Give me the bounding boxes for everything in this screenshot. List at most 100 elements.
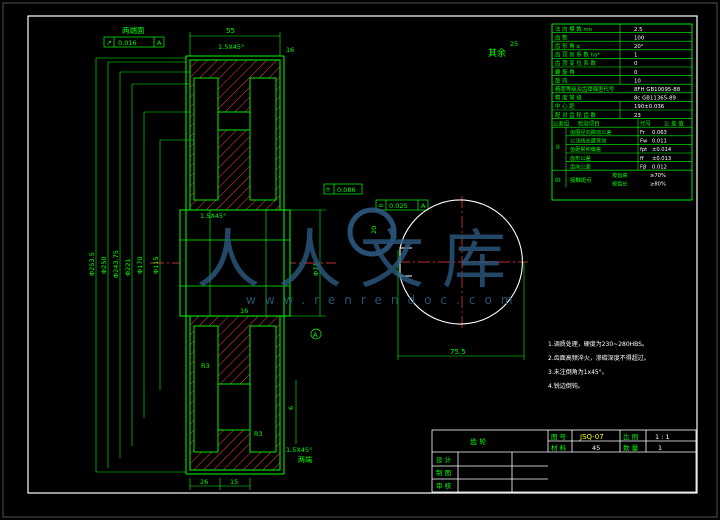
gear-param-label: 齿 顶 高 系 数 ha* — [555, 51, 600, 59]
watermark-logo-icon — [347, 207, 397, 257]
watermark-url: www.renrendoc.com — [246, 293, 521, 307]
tol-datum-3: A — [421, 202, 426, 210]
inspection-header-cell: 检验项目 — [578, 119, 600, 127]
tb-scale: 1 : 1 — [655, 433, 670, 441]
tolerance-frame-runout: ↗ 0.016 A — [103, 36, 165, 48]
gear-param-label: 齿 数 — [555, 33, 568, 41]
tb-scale-label: 比 例 — [623, 432, 638, 441]
inspection-code: fpt — [640, 147, 647, 153]
gear-param-value: 10 — [634, 78, 641, 84]
tb-part-name: 齿 轮 — [470, 437, 486, 446]
tb-qty: 1 — [658, 444, 662, 452]
drawing-frame — [27, 15, 698, 494]
note-3: 3.未注倒角为1x45°。 — [548, 368, 608, 376]
part-title-other: 其余 — [488, 47, 506, 59]
dim-chamfer-bottom: 1.5X45° — [286, 446, 312, 454]
dim-keyway: 75.5 — [450, 348, 466, 356]
gear-param-value: 190±0.036 — [634, 104, 665, 110]
inspection-header-cell: 公差组 — [553, 119, 570, 127]
keyway-view — [397, 196, 528, 360]
contact-group-label: III — [555, 176, 561, 184]
gear-param-value: 8c GB11365-89 — [634, 96, 677, 102]
contact-label: 接触斑点 — [570, 176, 592, 184]
dim-d1: Φ250 — [100, 256, 108, 274]
dim-bore: Φ71 — [312, 263, 320, 276]
tb-design: 设 计 — [436, 455, 452, 464]
dim-d2: Φ243.75 — [112, 250, 120, 278]
gear-param-value: 2.5 — [634, 27, 643, 33]
gear-param-value: 8FH GB10095-88 — [634, 87, 681, 93]
tol-value-2: 0.086 — [337, 186, 356, 194]
dim-d3: Φ221 — [124, 258, 132, 276]
dim-d5: Φ115 — [152, 256, 160, 274]
gear-param-value: 100 — [634, 35, 645, 41]
inspection-code: Fr — [640, 130, 646, 136]
dim-16-mid: 16 — [240, 307, 248, 315]
datum-a-marker — [310, 328, 322, 340]
tb-drawing-no: JSQ-07 — [579, 433, 604, 441]
label-tooth-face: 两端面 — [122, 25, 145, 35]
gear-param-label: 配 对 齿 轮 齿 数 — [555, 111, 597, 119]
gear-param-value: 0 — [634, 70, 638, 76]
dim-chamfer-top: 1.5X45° — [218, 43, 244, 51]
inspection-code: Fw — [640, 139, 648, 145]
inspection-value: ±0.014 — [652, 147, 672, 153]
contact-value: ≥80% — [650, 182, 666, 188]
dim-hub-right: 15 — [230, 478, 238, 486]
inspection-value: 0.063 — [652, 130, 667, 136]
dim-6: 6 — [287, 406, 295, 410]
inspection-value: ±0.013 — [652, 156, 671, 162]
tb-draw: 制 图 — [436, 468, 451, 477]
inspection-item: 齿形公差 — [570, 154, 591, 162]
dim-od: Φ253.5 — [88, 252, 96, 276]
label-both-ends: 两端 — [298, 455, 312, 464]
dim-r3-a: R3 — [201, 362, 210, 370]
watermark-text: 人人文库 — [196, 224, 524, 298]
gear-param-label: 精度等级及齿厚偏差代号 — [555, 85, 615, 93]
contact-value: ≥70% — [650, 173, 666, 179]
watermark: 人人文库 www.renrendoc.com — [196, 207, 524, 307]
dim-chamfer-mid: 1.5X45° — [200, 212, 226, 220]
inspection-item: 公法线长度变动 — [570, 137, 606, 145]
gear-param-label: 齿 形 角 α — [555, 42, 580, 50]
contact-item: 按齿高 — [612, 171, 628, 179]
inspection-value: 0.011 — [652, 139, 667, 145]
inspection-header-cell: 公 差 值 — [664, 119, 684, 127]
roughness-default: 25 — [510, 40, 518, 48]
gear-param-value: 0 — [634, 61, 638, 67]
inspection-code: Fβ — [640, 164, 646, 170]
tol-symbol-3: = — [378, 202, 384, 210]
inspection-value: 0.012 — [652, 164, 667, 170]
gear-param-label: 齿 顶 变 位 系 数 — [555, 59, 597, 67]
dim-16-top: 16 — [286, 46, 294, 54]
title-block — [431, 429, 697, 493]
datum-a-label: A — [313, 331, 318, 339]
diameter-dimensions — [95, 32, 326, 490]
tol-datum-1: A — [157, 39, 162, 47]
inspection-group-label: II — [556, 143, 560, 151]
tb-material: 45 — [592, 444, 600, 452]
tb-drawing-no-label: 图 号 — [551, 433, 567, 441]
gear-section-view — [150, 55, 336, 475]
tb-qty-label: 数 量 — [623, 443, 639, 452]
inspection-item: 齿向公差 — [570, 162, 591, 170]
tb-material-label: 材 料 — [551, 443, 567, 452]
inspection-item: 齿圈径向跳动公差 — [570, 128, 612, 136]
tb-review: 审 核 — [436, 481, 452, 490]
gear-param-value: 1 — [634, 53, 637, 59]
gear-param-value: 20° — [634, 44, 644, 50]
inspection-code: ff — [640, 156, 644, 162]
gear-param-label: 精 度 等 级 — [555, 94, 582, 102]
tol-symbol-1: ↗ — [106, 39, 112, 47]
tol-value-1: 0.016 — [118, 39, 137, 47]
note-1: 1.调质处理，硬度为230~280HBS。 — [548, 340, 648, 348]
gear-param-label: 法 向 模 数 mn — [555, 25, 592, 33]
inspection-header-cell: 代号 — [640, 119, 651, 127]
note-2: 2.齿面高频淬火，渗碳深度不得超过。 — [548, 354, 650, 362]
technical-notes: 1.调质处理，硬度为230~280HBS。 2.齿面高频淬火，渗碳深度不得超过。… — [548, 340, 650, 390]
note-4: 4.锐边倒钝。 — [548, 382, 584, 390]
dim-r3-b: R3 — [254, 430, 263, 438]
